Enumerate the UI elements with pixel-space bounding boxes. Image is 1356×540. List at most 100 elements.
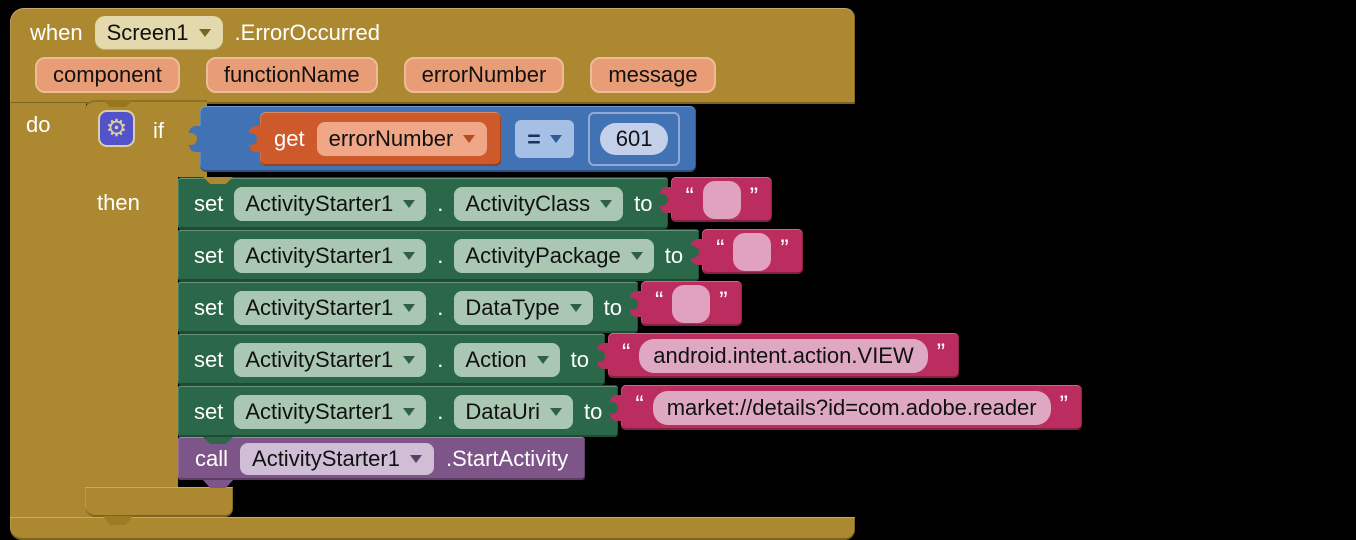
if-label: if — [153, 118, 164, 143]
event-name-label: .ErrorOccurred — [234, 20, 381, 45]
when-event-block-bottom-bar[interactable] — [10, 517, 855, 540]
component-dropdown[interactable]: ActivityStarter1 — [234, 238, 427, 273]
if-block-bottom-connector-notch — [103, 516, 133, 525]
property-dropdown-label: DataType — [465, 294, 560, 320]
screen-dropdown[interactable]: Screen1 — [94, 16, 223, 50]
get-variable-block[interactable]: get errorNumber — [248, 112, 502, 166]
call-label: call — [195, 445, 229, 471]
chevron-down-icon — [536, 355, 549, 364]
component-dropdown[interactable]: ActivityStarter1 — [240, 442, 434, 475]
property-dropdown[interactable]: Action — [454, 342, 560, 377]
set-activityclass-row: set ActivityStarter1 . ActivityClass to … — [178, 177, 773, 229]
component-dropdown-label: ActivityStarter1 — [245, 398, 394, 424]
set-action-row: set ActivityStarter1 . Action to “ andro… — [178, 333, 960, 385]
number-field[interactable]: 601 — [599, 123, 669, 155]
open-quote: “ — [716, 235, 725, 263]
close-quote: ” — [719, 287, 728, 315]
chevron-down-icon — [550, 407, 562, 416]
component-dropdown[interactable]: ActivityStarter1 — [234, 290, 427, 325]
do-socket-connector-notch — [103, 100, 133, 107]
component-dropdown[interactable]: ActivityStarter1 — [234, 394, 427, 429]
component-dropdown-label: ActivityStarter1 — [245, 294, 394, 320]
dot-label: . — [437, 294, 444, 320]
component-dropdown-label: ActivityStarter1 — [245, 242, 394, 268]
open-quote: “ — [635, 391, 644, 419]
set-datatype-row: set ActivityStarter1 . DataType to “ ” — [178, 281, 742, 333]
string-block[interactable]: “ market://details?id=com.adobe.reader ” — [610, 385, 1082, 430]
param-pill-functionName[interactable]: functionName — [205, 57, 378, 93]
method-name-label: .StartActivity — [445, 445, 569, 471]
dot-label: . — [437, 398, 444, 424]
set-label: set — [194, 242, 224, 268]
property-dropdown[interactable]: ActivityPackage — [454, 238, 654, 273]
screen-dropdown-label: Screen1 — [106, 20, 189, 45]
string-field[interactable]: market://details?id=com.adobe.reader — [652, 390, 1051, 425]
if-block-left-column[interactable] — [85, 177, 178, 517]
set-property-block[interactable]: set ActivityStarter1 . DataType to — [178, 281, 638, 333]
set-property-block[interactable]: set ActivityStarter1 . DataUri to — [178, 385, 619, 437]
call-method-block[interactable]: call ActivityStarter1 .StartActivity — [178, 437, 586, 480]
chevron-down-icon — [403, 407, 416, 416]
variable-dropdown-label: errorNumber — [328, 126, 454, 151]
property-dropdown[interactable]: DataUri — [454, 394, 573, 429]
chevron-down-icon — [198, 29, 211, 37]
string-field[interactable] — [672, 284, 711, 323]
equals-comparison-block[interactable]: get errorNumber = 601 — [188, 106, 697, 172]
empty-string-block[interactable]: “ ” — [629, 281, 742, 326]
gear-glyph: ⚙ — [105, 114, 128, 142]
chevron-down-icon — [630, 251, 643, 260]
to-label: to — [603, 294, 622, 320]
set-label: set — [194, 346, 224, 372]
chevron-down-icon — [403, 303, 416, 312]
chevron-down-icon — [403, 355, 416, 364]
if-block-bottom-bar[interactable] — [85, 487, 233, 517]
then-label: then — [97, 190, 140, 215]
number-block[interactable]: 601 — [587, 112, 681, 166]
chevron-down-icon — [463, 135, 476, 143]
close-quote: ” — [780, 235, 789, 263]
set-property-block[interactable]: set ActivityStarter1 . Action to — [178, 333, 605, 385]
set-property-block[interactable]: set ActivityStarter1 . ActivityClass to — [178, 177, 669, 229]
param-pill-component[interactable]: component — [35, 57, 180, 93]
set-datauri-row: set ActivityStarter1 . DataUri to “ mark… — [178, 385, 1082, 437]
dot-label: . — [437, 346, 444, 372]
component-dropdown-label: ActivityStarter1 — [245, 190, 394, 216]
dot-label: . — [437, 190, 444, 216]
empty-string-block[interactable]: “ ” — [660, 177, 773, 222]
property-dropdown[interactable]: ActivityClass — [454, 186, 624, 221]
dot-label: . — [437, 242, 444, 268]
to-label: to — [570, 346, 589, 372]
string-field[interactable] — [702, 180, 741, 219]
string-field[interactable]: android.intent.action.VIEW — [639, 338, 928, 373]
component-dropdown[interactable]: ActivityStarter1 — [234, 186, 427, 221]
chevron-down-icon — [403, 251, 416, 260]
when-block-title-row: when Screen1 .ErrorOccurred — [30, 16, 380, 50]
property-dropdown[interactable]: DataType — [454, 290, 593, 325]
property-dropdown-label: ActivityPackage — [465, 242, 621, 268]
component-dropdown[interactable]: ActivityStarter1 — [234, 342, 427, 377]
string-block[interactable]: “ android.intent.action.VIEW ” — [596, 333, 960, 378]
operator-dropdown[interactable]: = — [515, 120, 574, 158]
empty-string-block[interactable]: “ ” — [691, 229, 803, 274]
to-label: to — [664, 242, 684, 268]
get-label: get — [274, 126, 305, 151]
to-label: to — [584, 398, 603, 424]
string-field[interactable] — [733, 232, 772, 271]
open-quote: “ — [621, 339, 631, 367]
chevron-down-icon — [403, 199, 416, 208]
close-quote: ” — [936, 339, 946, 367]
variable-dropdown[interactable]: errorNumber — [316, 122, 488, 156]
close-quote: ” — [1059, 391, 1068, 419]
gear-icon[interactable]: ⚙ — [98, 110, 135, 147]
when-event-block-left-column[interactable] — [10, 103, 86, 518]
component-dropdown-label: ActivityStarter1 — [252, 445, 400, 471]
call-block-bottom-connector-notch — [203, 480, 233, 488]
set-property-block[interactable]: set ActivityStarter1 . ActivityPackage t… — [178, 229, 700, 281]
statement-connector-notch — [203, 437, 233, 444]
property-dropdown-label: Action — [465, 346, 527, 372]
param-pill-message[interactable]: message — [590, 57, 716, 93]
param-pill-errorNumber[interactable]: errorNumber — [403, 57, 565, 93]
property-dropdown-label: DataUri — [465, 398, 540, 424]
event-parameters-row: component functionName errorNumber messa… — [35, 57, 716, 93]
